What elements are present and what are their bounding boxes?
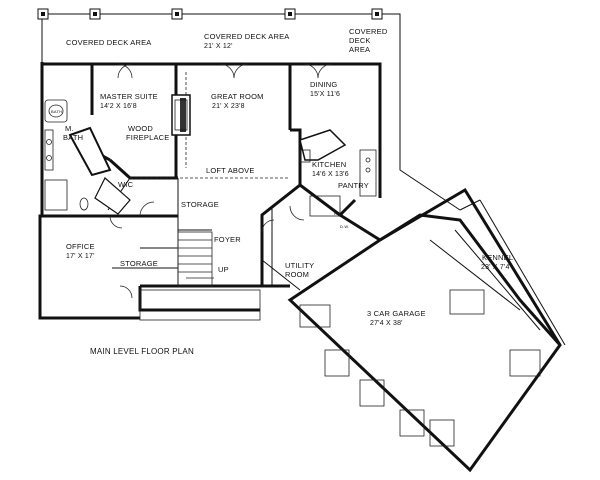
great-room-label: GREAT ROOM <box>211 92 264 101</box>
up-label: UP <box>218 265 229 274</box>
garage-dims: 27'4 X 38' <box>370 320 403 327</box>
loft-above-label: LOFT ABOVE <box>206 166 255 175</box>
stairs <box>177 231 214 287</box>
dining-dims: 15'X 11'6 <box>310 91 340 98</box>
covered-deck-right-line3: AREA <box>349 45 370 54</box>
wic-label: WIC <box>118 180 134 189</box>
plan-caption: MAIN LEVEL FLOOR PLAN <box>90 347 194 356</box>
kitchen-label: KITCHEN <box>312 160 346 169</box>
garage-walls <box>287 187 562 473</box>
bath-fixtures <box>44 99 131 215</box>
kennel-area <box>459 199 566 346</box>
covered-deck-right-line2: DECK <box>349 36 371 45</box>
deck-post <box>37 8 383 20</box>
master-suite-dims: 14'2 X 16'8 <box>100 103 137 110</box>
bath-tub-label: BATH <box>51 109 62 114</box>
m-bath-line1: M. <box>65 124 74 133</box>
range-label: RNG <box>334 211 344 216</box>
covered-deck-center-label: COVERED DECK AREA <box>204 32 290 41</box>
master-suite-label: MASTER SUITE <box>100 92 158 101</box>
kitchen-dims: 14'6 X 13'6 <box>312 171 349 178</box>
dining-label: DINING <box>310 80 337 89</box>
office-label: OFFICE <box>66 242 95 251</box>
covered-deck-left-label: COVERED DECK AREA <box>66 38 152 47</box>
loft-above-outline <box>130 72 290 179</box>
covered-deck-right-line1: COVERED <box>349 27 388 36</box>
dishwasher-label: D.W. <box>340 224 349 229</box>
wood-fireplace-line1: WOOD <box>128 124 153 133</box>
wood-fireplace-line2: FIREPLACE <box>126 133 169 142</box>
pantry-label: PANTRY <box>338 181 369 190</box>
covered-deck-outline <box>37 8 461 211</box>
garage-label: 3 CAR GARAGE <box>367 309 426 318</box>
foyer-label: FOYER <box>214 235 241 244</box>
kennel-label: KENNEL <box>482 253 513 262</box>
m-bath-line2: BATH <box>63 133 83 142</box>
covered-deck-center-dims: 21' X 12' <box>204 43 233 50</box>
fireplace <box>171 94 191 136</box>
entry-porch <box>139 289 261 321</box>
storage-lower-label: STORAGE <box>120 259 158 268</box>
garage-doors <box>299 289 541 447</box>
storage-upper-label: STORAGE <box>181 200 219 209</box>
great-room-dims: 21' X 23'8 <box>212 103 245 110</box>
labels: COVERED DECK AREA COVERED DECK AREA 21' … <box>51 27 513 356</box>
kitchen-counters <box>299 129 377 217</box>
door-swings <box>109 63 333 299</box>
kennel-dims: 23' X 7'4 <box>481 264 510 271</box>
utility-room-line2: ROOM <box>285 270 309 279</box>
office-dims: 17' X 17' <box>66 253 95 260</box>
utility-room-line1: UTILITY <box>285 261 314 270</box>
